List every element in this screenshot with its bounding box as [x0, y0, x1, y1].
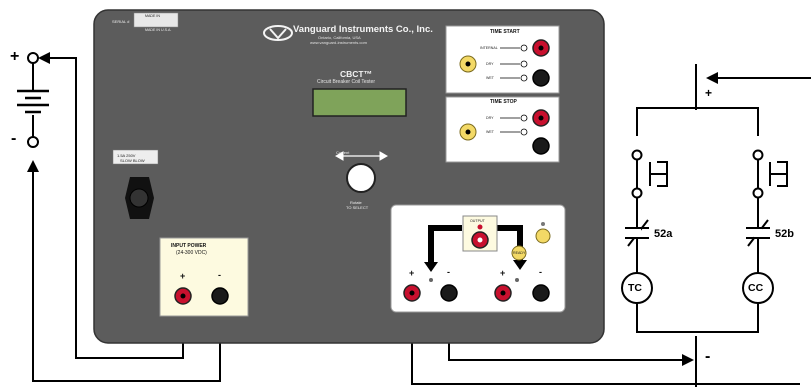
- breaker-schematic: [636, 64, 759, 387]
- contact-52a-label: 52a: [654, 228, 673, 240]
- time-start-option-internal: INTERNAL: [480, 46, 498, 50]
- device-model-subtitle: Circuit Breaker Coil Tester: [317, 79, 375, 85]
- battery-minus-label: -: [11, 130, 17, 147]
- fuse-holder[interactable]: [125, 177, 154, 219]
- fuse-label-plate: [112, 149, 159, 165]
- output-minus-right-label: -: [539, 267, 542, 277]
- time-stop-black-jack[interactable]: [532, 137, 550, 155]
- time-stop-option-dry: DRY: [486, 116, 494, 120]
- time-stop-dry-led: [520, 114, 528, 122]
- serial-number-label: SERIAL #: [112, 19, 130, 24]
- made-in-label: MADE IN U.S.A.: [145, 28, 172, 32]
- fuse-rating-label: 1.5A 250V: [117, 153, 136, 158]
- time-stop-title: TIME STOP: [490, 99, 517, 105]
- time-stop-wet-led: [520, 128, 528, 136]
- input-power-negative-jack[interactable]: [211, 287, 229, 305]
- company-location: Ontario, California, USA: [318, 35, 361, 40]
- input-power-plus-label: +: [180, 271, 186, 281]
- current-select-knob[interactable]: [346, 163, 376, 193]
- input-power-panel: [159, 237, 249, 317]
- company-website: www.vanguard-instruments.com: [310, 40, 367, 45]
- breaker-frame: [636, 107, 759, 333]
- time-start-black-jack[interactable]: [532, 69, 550, 87]
- battery-plus-label: +: [10, 48, 20, 65]
- ready-indicator-light: [511, 245, 527, 261]
- rotary-desc-2: TO SELECT: [346, 205, 369, 210]
- rotary-direction-arrows: [334, 151, 389, 161]
- status-indicator-light: [535, 228, 551, 244]
- trip-pushbutton-contact: [631, 149, 668, 199]
- trip-coil-symbol: [621, 272, 653, 304]
- time-start-option-dry: DRY: [486, 62, 494, 66]
- lcd-display: [312, 88, 407, 117]
- output-negative-jack-right[interactable]: [532, 284, 550, 302]
- time-start-internal-led: [520, 44, 528, 52]
- trip-coil-label: TC: [628, 282, 642, 294]
- arrow-to-battery-positive: [38, 52, 50, 64]
- vanguard-logo: [263, 25, 293, 41]
- battery-negative-terminal: [27, 136, 39, 148]
- input-power-title: INPUT POWER: [171, 243, 207, 249]
- close-coil-label: CC: [748, 282, 764, 294]
- time-stop-option-wet: WET: [486, 130, 494, 134]
- output-switch-led: [477, 224, 483, 230]
- output-switch-label: OUTPUT: [470, 219, 485, 223]
- arrow-to-bus-positive: [706, 72, 718, 84]
- fuse-type-label: SLOW BLOW: [120, 158, 145, 163]
- time-start-option-wet: WET: [486, 76, 494, 80]
- rotary-desc-1: Rotate: [350, 200, 362, 205]
- battery-positive-terminal: [27, 52, 39, 64]
- output-plus-right-label: +: [500, 268, 506, 278]
- time-start-dry-led: [520, 60, 528, 68]
- contact-52b-label: 52b: [775, 228, 794, 240]
- bus-plus-label: +: [705, 86, 713, 100]
- company-name: Vanguard Instruments Co., Inc.: [293, 24, 433, 35]
- close-coil-symbol: [742, 272, 774, 304]
- output-negative-jack-left[interactable]: [440, 284, 458, 302]
- ready-indicator-label: READY: [513, 251, 526, 255]
- close-pushbutton-contact: [752, 149, 788, 199]
- serial-tag-text: MADE IN: [145, 14, 160, 18]
- device-model: CBCT™: [340, 69, 373, 79]
- input-power-range: (24-300 VDC): [176, 250, 207, 256]
- output-flow-bar-left: [428, 225, 462, 262]
- status-indicator-dot: [541, 222, 545, 226]
- input-power-minus-label: -: [218, 270, 221, 280]
- output-minus-left-label: -: [447, 267, 450, 277]
- time-start-wet-led: [520, 74, 528, 82]
- rotary-current-label: Current: [336, 150, 350, 155]
- bus-minus-label: -: [705, 348, 711, 365]
- output-plus-left-label: +: [409, 268, 415, 278]
- arrow-to-bus-negative: [682, 354, 694, 366]
- time-start-title: TIME START: [490, 29, 520, 35]
- arrow-to-battery-negative: [27, 160, 39, 172]
- serial-tag: [133, 12, 179, 28]
- battery-symbol: [17, 52, 49, 148]
